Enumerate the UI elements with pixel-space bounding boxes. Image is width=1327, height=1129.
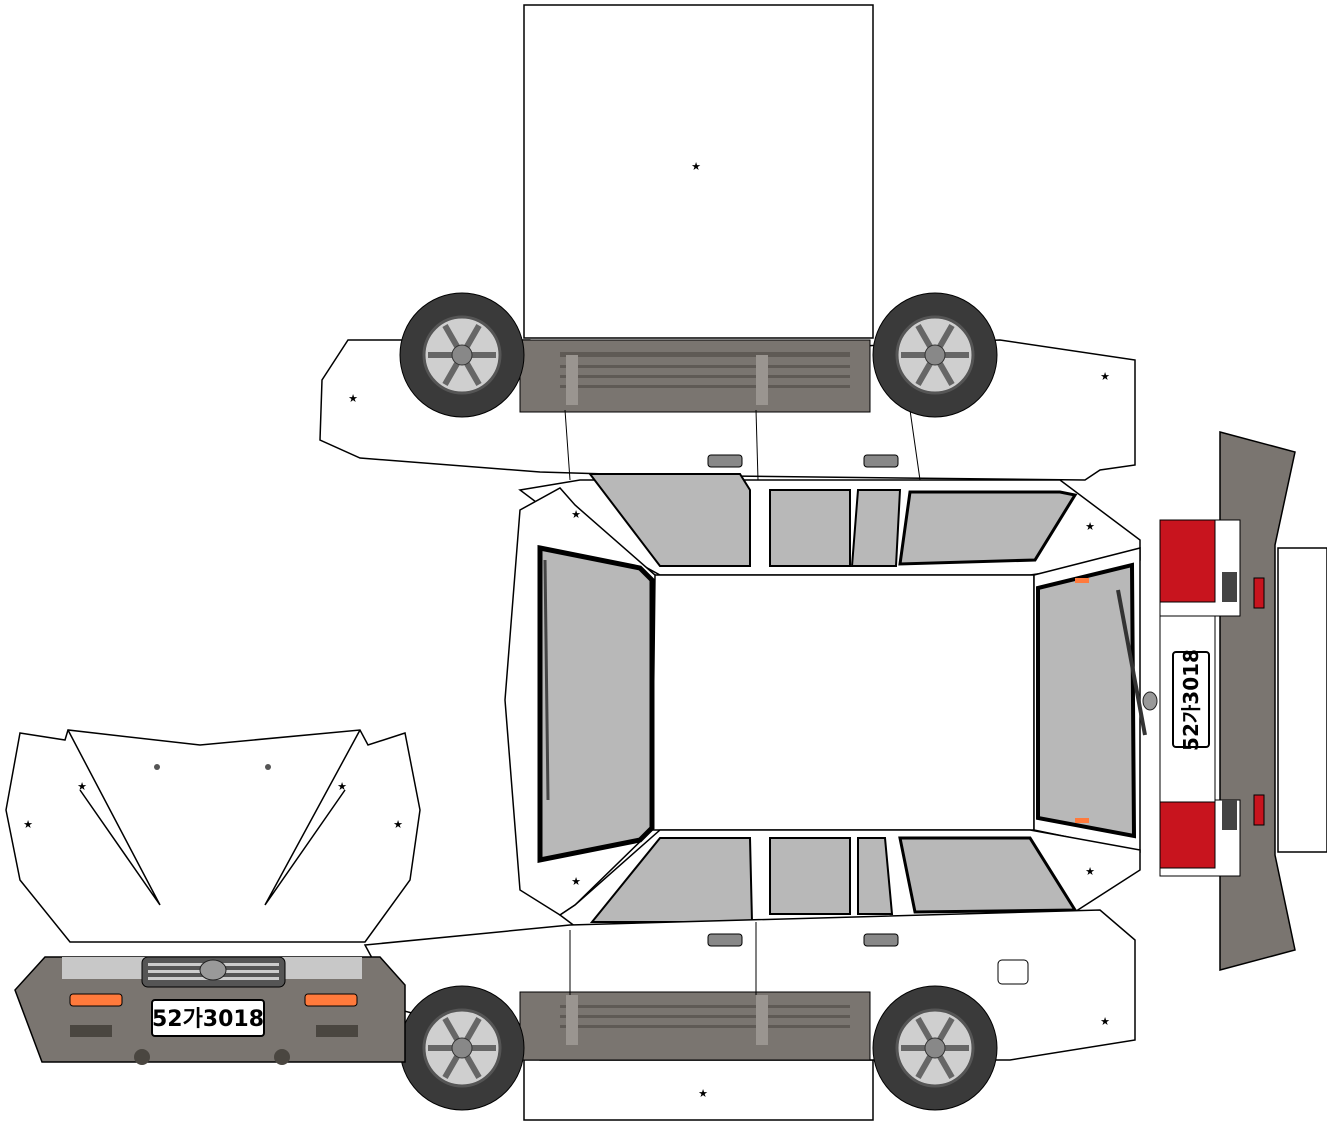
fuel-cap [997, 959, 1029, 985]
glue-marker: ★ [1085, 520, 1095, 533]
brand-emblem [199, 959, 227, 981]
wheels [399, 292, 998, 1111]
upper-window-strip [518, 473, 1141, 576]
wheel [399, 985, 525, 1111]
front-fascia: 52가3018 [14, 956, 406, 1065]
rear-license-plate-text: 52가3018 [1179, 649, 1203, 751]
front-indicator-left [69, 993, 123, 1007]
glue-marker: ★ [393, 818, 403, 831]
glue-marker: ★ [698, 1087, 708, 1100]
rear-emblem [1142, 691, 1158, 711]
glue-marker: ★ [1100, 1015, 1110, 1028]
glue-marker: ★ [691, 160, 701, 173]
door-handle [707, 933, 743, 947]
door-handle [863, 933, 899, 947]
windshield-panel [504, 487, 656, 916]
glue-marker: ★ [1085, 865, 1095, 878]
front-license-plate-text: 52가3018 [152, 1007, 264, 1032]
glue-marker: ★ [1100, 370, 1110, 383]
roof-flap-top [523, 4, 874, 339]
wheel [872, 292, 998, 418]
glue-marker: ★ [571, 875, 581, 888]
rear-fascia: 52가3018 [1142, 431, 1327, 971]
hood-panel [5, 729, 421, 943]
wheel [872, 985, 998, 1111]
glue-marker: ★ [571, 508, 581, 521]
glue-marker: ★ [23, 818, 33, 831]
rear-window-panel [1033, 547, 1147, 853]
floor-flap-bottom [523, 1059, 874, 1121]
glue-marker: ★ [337, 780, 347, 793]
roof-panel [651, 574, 1035, 831]
front-indicator-right [304, 993, 358, 1007]
front-license-plate [151, 999, 265, 1037]
rear-license-plate [1172, 651, 1210, 748]
wheel [399, 292, 525, 418]
door-handle [707, 454, 743, 468]
lower-window-strip [558, 829, 1141, 931]
tail-light-lower [1159, 799, 1216, 869]
glue-markers: ★ ★ ★ ★ ★ ★ ★ ★ ★ ★ ★ ★ ★ [23, 160, 1110, 1100]
door-handle [863, 454, 899, 468]
glue-marker: ★ [77, 780, 87, 793]
tail-light-upper [1159, 519, 1216, 603]
glue-marker: ★ [348, 392, 358, 405]
